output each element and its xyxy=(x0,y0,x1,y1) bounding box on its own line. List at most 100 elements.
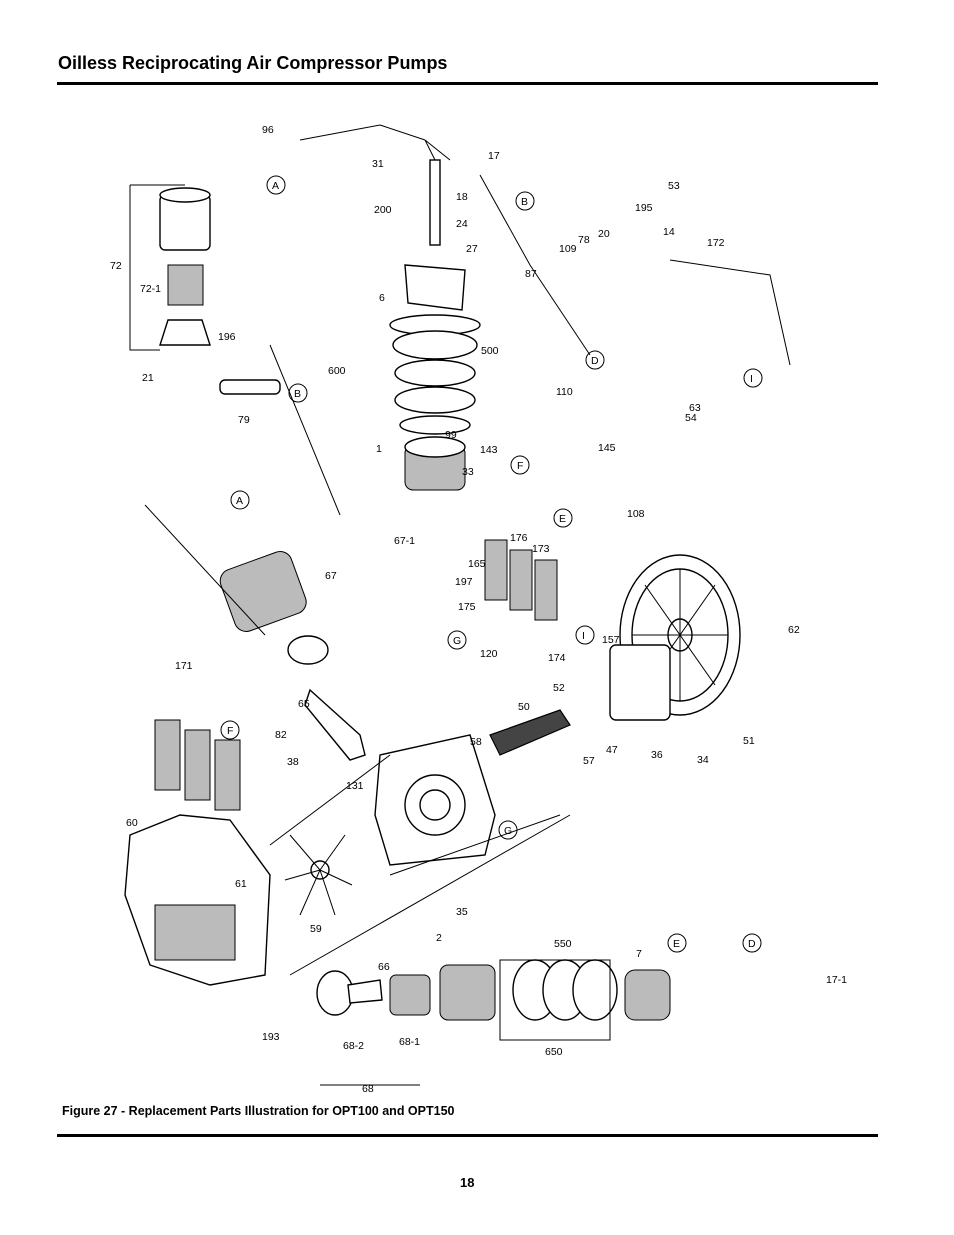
svg-text:143: 143 xyxy=(480,444,498,456)
svg-text:72-1: 72-1 xyxy=(140,283,161,295)
svg-text:176: 176 xyxy=(510,532,528,544)
air-filter-assembly xyxy=(129,184,281,395)
svg-text:109: 109 xyxy=(559,243,577,255)
svg-text:A: A xyxy=(272,180,279,192)
svg-text:17: 17 xyxy=(488,150,500,162)
svg-text:I: I xyxy=(582,630,585,642)
svg-text:68: 68 xyxy=(362,1083,374,1095)
svg-text:F: F xyxy=(227,725,233,737)
svg-text:2: 2 xyxy=(436,932,442,944)
svg-text:63: 63 xyxy=(689,402,701,414)
cooling-fan xyxy=(284,834,353,916)
svg-text:62: 62 xyxy=(788,624,800,636)
svg-text:6: 6 xyxy=(379,292,385,304)
svg-text:108: 108 xyxy=(627,508,645,520)
figure-caption: Figure 27 - Replacement Parts Illustrati… xyxy=(62,1104,455,1118)
svg-text:193: 193 xyxy=(262,1031,280,1043)
svg-text:E: E xyxy=(673,938,680,950)
bottom-cylinder-assembly xyxy=(316,959,671,1086)
svg-text:1: 1 xyxy=(376,443,382,455)
svg-text:17-1: 17-1 xyxy=(826,974,847,986)
svg-text:36: 36 xyxy=(651,749,663,761)
crankcase xyxy=(374,734,496,866)
svg-text:I: I xyxy=(750,373,753,385)
svg-text:50: 50 xyxy=(518,701,530,713)
svg-text:27: 27 xyxy=(466,243,478,255)
svg-text:67-1: 67-1 xyxy=(394,535,415,547)
svg-text:B: B xyxy=(521,196,528,208)
svg-text:51: 51 xyxy=(743,735,755,747)
svg-text:53: 53 xyxy=(668,180,680,192)
svg-text:171: 171 xyxy=(175,660,193,672)
svg-text:54: 54 xyxy=(685,412,697,424)
footer-rule xyxy=(57,1134,878,1137)
svg-text:34: 34 xyxy=(697,754,709,766)
cylinder-head-assembly xyxy=(299,124,481,491)
svg-text:195: 195 xyxy=(635,202,653,214)
svg-text:78: 78 xyxy=(578,234,590,246)
svg-text:82: 82 xyxy=(275,729,287,741)
svg-text:G: G xyxy=(453,635,461,647)
svg-text:173: 173 xyxy=(532,543,550,555)
svg-text:550: 550 xyxy=(554,938,572,950)
svg-text:61: 61 xyxy=(235,878,247,890)
svg-text:20: 20 xyxy=(598,228,610,240)
svg-text:38: 38 xyxy=(287,756,299,768)
svg-text:145: 145 xyxy=(598,442,616,454)
svg-text:7: 7 xyxy=(636,948,642,960)
svg-text:D: D xyxy=(591,355,599,367)
svg-text:F: F xyxy=(517,460,523,472)
svg-text:G: G xyxy=(504,825,512,837)
svg-text:68-1: 68-1 xyxy=(399,1036,420,1048)
svg-text:52: 52 xyxy=(553,682,565,694)
svg-text:33: 33 xyxy=(462,466,474,478)
svg-text:D: D xyxy=(748,938,756,950)
svg-text:68-2: 68-2 xyxy=(343,1040,364,1052)
svg-text:47: 47 xyxy=(606,744,618,756)
parts-exploded-diagram: A B D B I F E A F G I G E D 96 31 17 18 … xyxy=(110,124,847,1095)
left-cylinder xyxy=(219,551,366,761)
page-title: Oilless Reciprocating Air Compressor Pum… xyxy=(58,53,448,73)
svg-text:57: 57 xyxy=(583,755,595,767)
svg-text:58: 58 xyxy=(470,736,482,748)
svg-text:60: 60 xyxy=(126,817,138,829)
fan-shroud xyxy=(124,814,271,986)
svg-text:B: B xyxy=(294,388,301,400)
svg-text:96: 96 xyxy=(262,124,274,136)
page-number: 18 xyxy=(460,1175,475,1190)
svg-text:18: 18 xyxy=(456,191,468,203)
svg-text:131: 131 xyxy=(346,780,364,792)
svg-text:174: 174 xyxy=(548,652,566,664)
svg-text:67: 67 xyxy=(325,570,337,582)
svg-text:14: 14 xyxy=(663,226,675,238)
svg-text:72: 72 xyxy=(110,260,122,272)
part-number-labels: 96 31 17 18 200 24 27 6 600 500 1 99 33 … xyxy=(110,124,847,1095)
svg-text:197: 197 xyxy=(455,576,473,588)
svg-text:500: 500 xyxy=(481,345,499,357)
svg-text:59: 59 xyxy=(310,923,322,935)
svg-text:66: 66 xyxy=(378,961,390,973)
flywheel xyxy=(609,554,741,721)
svg-text:157: 157 xyxy=(602,634,620,646)
svg-text:172: 172 xyxy=(707,237,725,249)
svg-text:E: E xyxy=(559,513,566,525)
svg-text:110: 110 xyxy=(556,386,573,398)
svg-text:99: 99 xyxy=(445,429,457,441)
svg-text:175: 175 xyxy=(458,601,476,613)
svg-text:79: 79 xyxy=(238,414,250,426)
svg-text:31: 31 xyxy=(372,158,384,170)
svg-text:165: 165 xyxy=(468,558,486,570)
svg-text:87: 87 xyxy=(525,268,537,280)
svg-text:21: 21 xyxy=(142,372,154,384)
svg-text:35: 35 xyxy=(456,906,468,918)
svg-text:120: 120 xyxy=(480,648,498,660)
svg-text:600: 600 xyxy=(328,365,346,377)
svg-text:650: 650 xyxy=(545,1046,563,1058)
svg-text:A: A xyxy=(236,495,243,507)
callout-letters: A B D B I F E A F G I G E D xyxy=(220,175,763,953)
svg-text:200: 200 xyxy=(374,204,392,216)
svg-text:196: 196 xyxy=(218,331,236,343)
left-valve-plates xyxy=(154,719,241,811)
svg-text:24: 24 xyxy=(456,218,468,230)
right-valve-plates xyxy=(484,539,558,621)
